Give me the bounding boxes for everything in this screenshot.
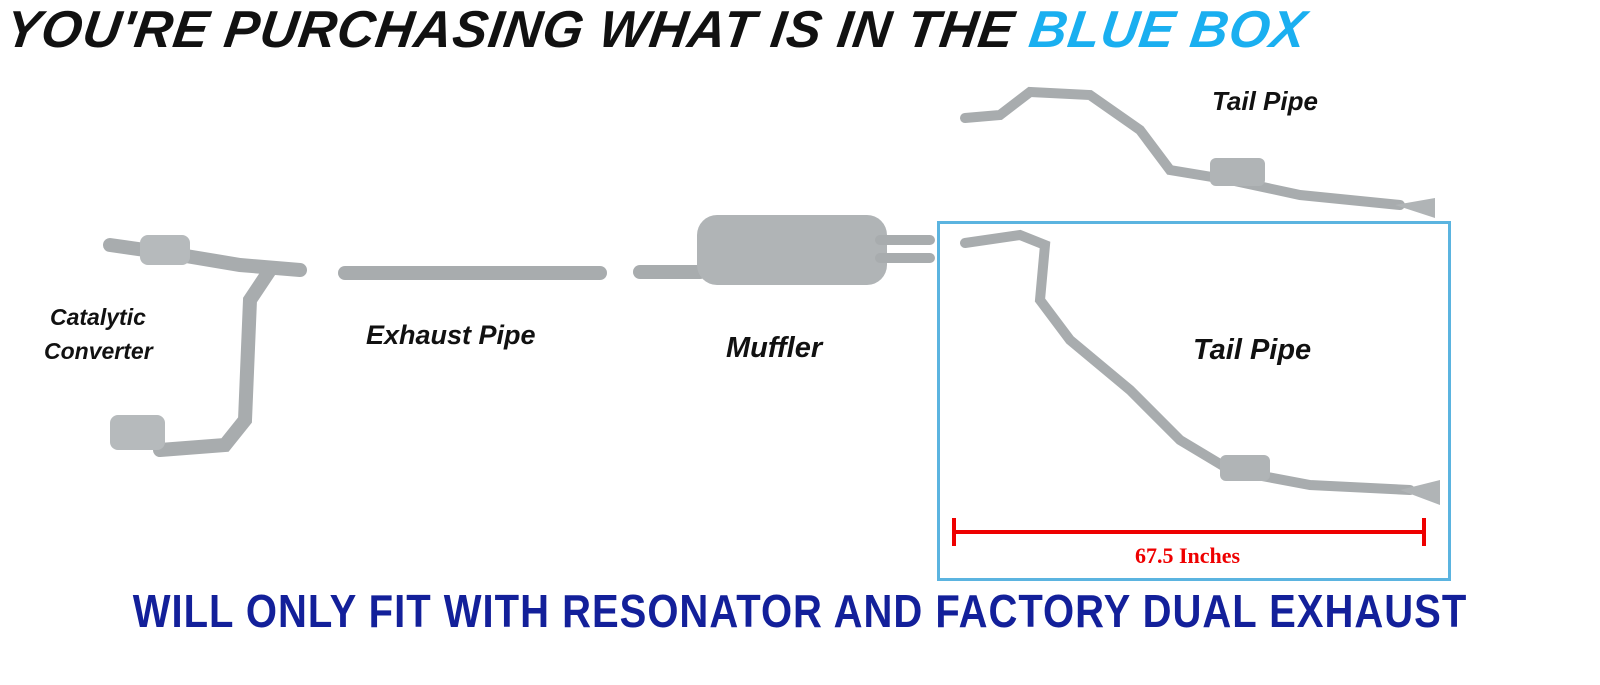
muffler-part [633, 215, 935, 285]
label-catalytic-1: Catalytic [50, 304, 146, 330]
measurement-bar [952, 518, 1426, 546]
tail-pipe-box-part [960, 229, 1440, 505]
catalytic-converter-part [103, 235, 307, 457]
tail-pipe-top-part [960, 86, 1435, 218]
measurement-label: 67.5 Inches [1135, 543, 1241, 568]
label-catalytic-2: Converter [44, 338, 153, 364]
blue-highlight-box [937, 221, 1451, 581]
label-tail-pipe-top: Tail Pipe [1212, 86, 1318, 116]
label-muffler: Muffler [726, 332, 823, 364]
label-exhaust-pipe: Exhaust Pipe [366, 320, 536, 350]
fitment-warning: WILL ONLY FIT WITH RESONATOR AND FACTORY… [132, 586, 1468, 638]
label-tail-pipe-box: Tail Pipe [1193, 334, 1312, 366]
